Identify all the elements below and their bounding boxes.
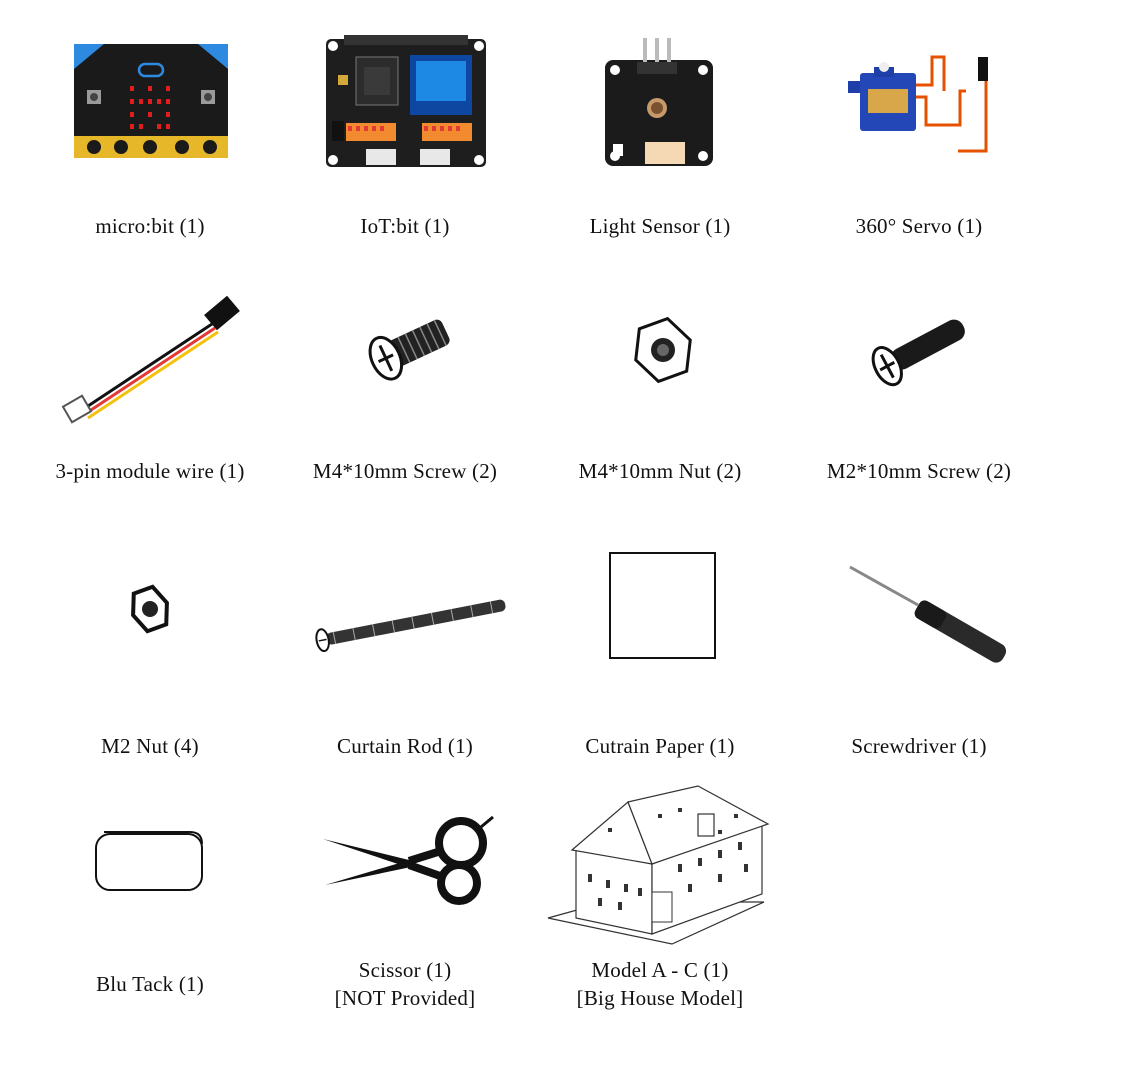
- blu-tack-icon: [95, 831, 203, 891]
- m4-nut-image: [632, 316, 694, 384]
- light-sensor-icon: [605, 38, 713, 166]
- m4-nut-icon: [634, 316, 692, 384]
- item-label-note: [NOT Provided]: [334, 986, 476, 1010]
- item-label: Model A - C (1): [591, 958, 729, 982]
- item-label: M2 Nut (4): [101, 734, 199, 758]
- microbit-image: [74, 44, 228, 158]
- microbit-icon: [74, 44, 228, 158]
- house-model-image: [547, 784, 772, 946]
- curtain-rod-icon: [315, 599, 506, 653]
- wire-icon: [61, 295, 240, 424]
- blu-tack-image: [94, 828, 206, 894]
- item-label: Screwdriver (1): [851, 734, 987, 758]
- curtain-paper-image: [609, 552, 717, 660]
- light-sensor-image: [605, 38, 713, 168]
- iotbit-image: [326, 35, 486, 173]
- item-label: M4*10mm Screw (2): [312, 459, 498, 483]
- item-label: 360° Servo (1): [855, 214, 983, 238]
- servo-icon: [848, 55, 988, 153]
- m4-screw-icon: [368, 319, 450, 381]
- item-label: Scissor (1): [358, 958, 452, 982]
- m2-screw-icon: [871, 319, 965, 387]
- item-label: Blu Tack (1): [96, 972, 204, 996]
- servo-image: [848, 55, 998, 155]
- m2-nut-image: [130, 584, 170, 634]
- item-label: Light Sensor (1): [589, 214, 731, 238]
- item-label: IoT:bit (1): [360, 214, 450, 238]
- item-label-note: [Big House Model]: [576, 986, 744, 1010]
- scissor-image: [323, 815, 495, 905]
- m2-nut-icon: [131, 584, 169, 634]
- scissor-icon: [323, 815, 494, 905]
- item-label: Cutrain Paper (1): [585, 734, 735, 758]
- iotbit-board-icon: [326, 35, 486, 167]
- screwdriver-image: [846, 563, 1008, 663]
- item-label: Curtain Rod (1): [337, 734, 473, 758]
- m2-screw-image: [864, 312, 968, 392]
- curtain-rod-image: [313, 592, 509, 654]
- item-label: micro:bit (1): [95, 214, 205, 238]
- screwdriver-icon: [849, 565, 1007, 663]
- house-model-icon: [547, 785, 770, 945]
- item-label: 3-pin module wire (1): [55, 459, 245, 483]
- wire-image: [61, 295, 240, 430]
- item-label: M2*10mm Screw (2): [826, 459, 1012, 483]
- curtain-paper-icon: [609, 552, 716, 659]
- m4-screw-image: [362, 310, 454, 388]
- item-label: M4*10mm Nut (2): [578, 459, 742, 483]
